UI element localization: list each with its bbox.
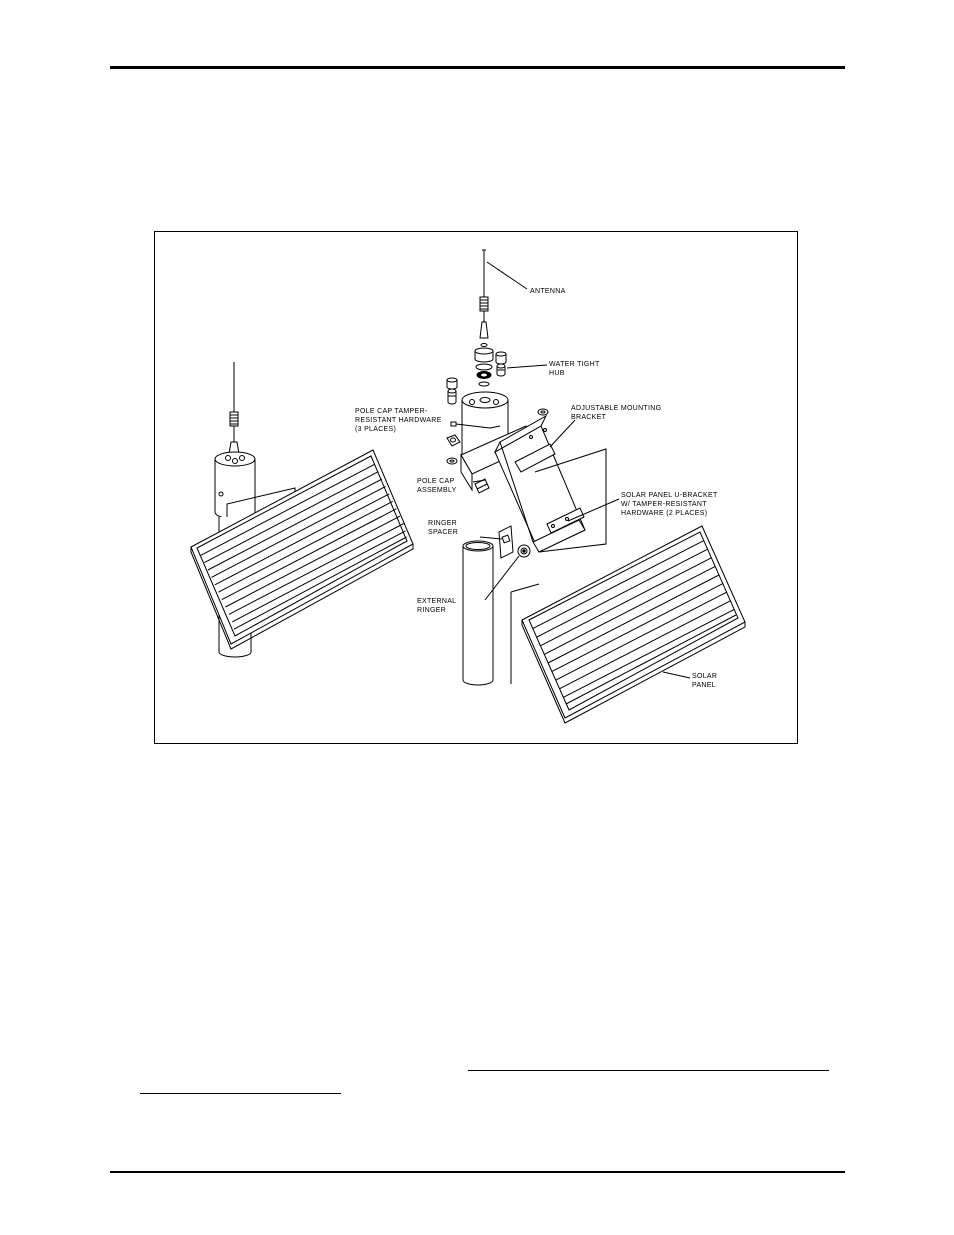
solar-panel-part: [521, 525, 746, 724]
label-ringer-spacer-2: SPACER: [428, 529, 458, 536]
label-adjustable-bracket-2: BRACKET: [571, 414, 607, 421]
label-ringer-spacer-1: RINGER: [428, 520, 457, 527]
label-external-ringer-1: EXTERNAL: [417, 598, 456, 605]
assembled-solar-panel: [190, 449, 414, 650]
label-antenna: ANTENNA: [530, 288, 566, 295]
antenna-part: [479, 249, 489, 339]
assembled-pole-cap: [214, 451, 256, 520]
label-u-bracket-2: W/ TAMPER-RESISTANT: [621, 501, 707, 508]
leader-lines: [455, 261, 691, 679]
antenna-hardware-stack: [474, 343, 494, 387]
label-water-tight-hub-2: HUB: [549, 370, 565, 377]
label-u-bracket-1: SOLAR PANEL U-BRACKET: [621, 492, 718, 499]
label-solar-panel-1: SOLAR: [692, 673, 717, 680]
water-tight-hub-part: [495, 351, 507, 377]
exploded-view: [446, 249, 746, 724]
assembled-antenna-coil: [229, 411, 239, 427]
label-pole-cap-assembly-1: POLE CAP: [417, 478, 454, 485]
label-external-ringer-2: RINGER: [417, 607, 446, 614]
backing-plate: [534, 448, 607, 553]
assembled-unit: [190, 362, 414, 658]
label-adjustable-bracket-1: ADJUSTABLE MOUNTING: [571, 405, 661, 412]
exploded-assembly-figure: ANTENNA WATER TIGHT HUB POLE CAP TAMPER-…: [154, 231, 798, 744]
label-solar-panel-2: PANEL: [692, 682, 716, 689]
label-water-tight-hub-1: WATER TIGHT: [549, 361, 600, 368]
pole-part: [462, 540, 494, 686]
pole-cap-part: [450, 391, 509, 470]
label-pole-cap-hardware-2: RESISTANT HARDWARE: [355, 417, 442, 424]
header-rule: [110, 66, 845, 69]
label-u-bracket-3: HARDWARE (2 PLACES): [621, 510, 707, 517]
pole-cap-hardware: [446, 434, 461, 465]
adjustable-mounting-bracket: [460, 414, 586, 553]
assembly-drawing: ANTENNA WATER TIGHT HUB POLE CAP TAMPER-…: [190, 249, 746, 724]
external-ringer-part: [517, 544, 531, 558]
label-pole-cap-assembly-2: ASSEMBLY: [417, 487, 457, 494]
ringer-spacer-part: [498, 525, 514, 559]
left-hub-part: [446, 377, 458, 405]
label-pole-cap-hardware-1: POLE CAP TAMPER-: [355, 408, 428, 415]
cap-screw-part: [537, 408, 549, 416]
footer-rule: [110, 1171, 845, 1173]
label-pole-cap-hardware-3: (3 PLACES): [355, 426, 396, 433]
underline-segment-2: [140, 1093, 341, 1094]
underline-segment-1: [468, 1070, 829, 1071]
